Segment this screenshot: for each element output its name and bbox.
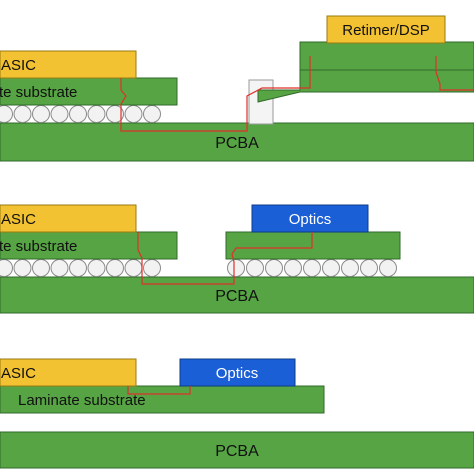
solder-ball bbox=[69, 259, 87, 277]
solder-ball bbox=[322, 259, 340, 277]
panel1-right-substrate bbox=[257, 69, 474, 103]
panel3-pcba-board bbox=[0, 431, 474, 469]
solder-ball bbox=[87, 259, 106, 277]
panel2-pcba-label: PCBA bbox=[215, 288, 259, 305]
panel1-pcba-board bbox=[0, 122, 474, 162]
panel2-right-solder-balls bbox=[227, 259, 397, 277]
panel-1-pcb-mounted-retimer: PCBA te substrate ASIC Retimer/DSP bbox=[0, 15, 474, 162]
solder-ball bbox=[13, 259, 32, 277]
solder-ball bbox=[227, 259, 245, 277]
panel1-retimer-label: Retimer/DSP bbox=[342, 22, 430, 39]
panel1-right-substrate-top bbox=[299, 41, 474, 71]
solder-ball bbox=[303, 259, 321, 277]
panel2-substrate-label: te substrate bbox=[0, 238, 77, 255]
panel2-pcba-board bbox=[0, 276, 474, 314]
panel3-asic-label: ASIC bbox=[1, 365, 36, 382]
solder-ball bbox=[0, 259, 13, 277]
solder-ball bbox=[124, 105, 143, 123]
panel-2-separate-optics-package: PCBA te substrate ASIC Optics bbox=[0, 204, 474, 314]
panel1-substrate-label: te substrate bbox=[0, 84, 77, 101]
panel2-asic-chip bbox=[0, 204, 137, 233]
panel1-flex-connector bbox=[248, 79, 274, 125]
panel2-right-substrate bbox=[225, 231, 401, 260]
panel3-substrate-label: Laminate substrate bbox=[18, 392, 146, 409]
solder-ball bbox=[124, 259, 143, 277]
solder-ball bbox=[87, 105, 106, 123]
panel2-left-substrate bbox=[0, 231, 178, 260]
solder-ball bbox=[32, 105, 50, 123]
panel1-signal-trace-right bbox=[435, 56, 474, 91]
panel3-asic-chip bbox=[0, 358, 137, 387]
solder-ball bbox=[69, 105, 87, 123]
solder-ball bbox=[32, 259, 50, 277]
panel2-left-solder-balls bbox=[0, 259, 161, 277]
solder-ball bbox=[13, 105, 32, 123]
panel3-pcba-label: PCBA bbox=[215, 443, 259, 460]
solder-ball bbox=[379, 259, 397, 277]
panel3-optics-label: Optics bbox=[216, 365, 259, 382]
panel2-optics-label: Optics bbox=[289, 211, 332, 228]
solder-ball bbox=[265, 259, 283, 277]
solder-ball bbox=[50, 259, 69, 277]
panel2-signal-trace bbox=[137, 232, 313, 285]
solder-ball bbox=[143, 259, 161, 277]
panel1-asic-chip bbox=[0, 50, 137, 79]
panel1-retimer-chip bbox=[326, 15, 446, 44]
solder-ball bbox=[50, 105, 69, 123]
solder-ball bbox=[284, 259, 302, 277]
panel3-laminate-substrate bbox=[0, 385, 325, 414]
panel1-left-solder-balls bbox=[0, 105, 161, 123]
panel3-optics-chip bbox=[179, 358, 296, 387]
panel-3-co-packaged-optics: PCBA Laminate substrate ASIC Optics bbox=[0, 358, 474, 469]
panel1-signal-trace bbox=[120, 56, 311, 132]
panel1-pcba-label: PCBA bbox=[215, 135, 259, 152]
panel1-asic-label: ASIC bbox=[1, 57, 36, 74]
solder-ball bbox=[0, 105, 13, 123]
solder-ball bbox=[360, 259, 378, 277]
solder-ball bbox=[106, 259, 124, 277]
solder-ball bbox=[246, 259, 264, 277]
panel2-asic-label: ASIC bbox=[1, 211, 36, 228]
panel3-signal-trace bbox=[127, 386, 191, 395]
solder-ball bbox=[341, 259, 359, 277]
panel2-optics-chip bbox=[251, 204, 369, 233]
solder-ball bbox=[143, 105, 161, 123]
